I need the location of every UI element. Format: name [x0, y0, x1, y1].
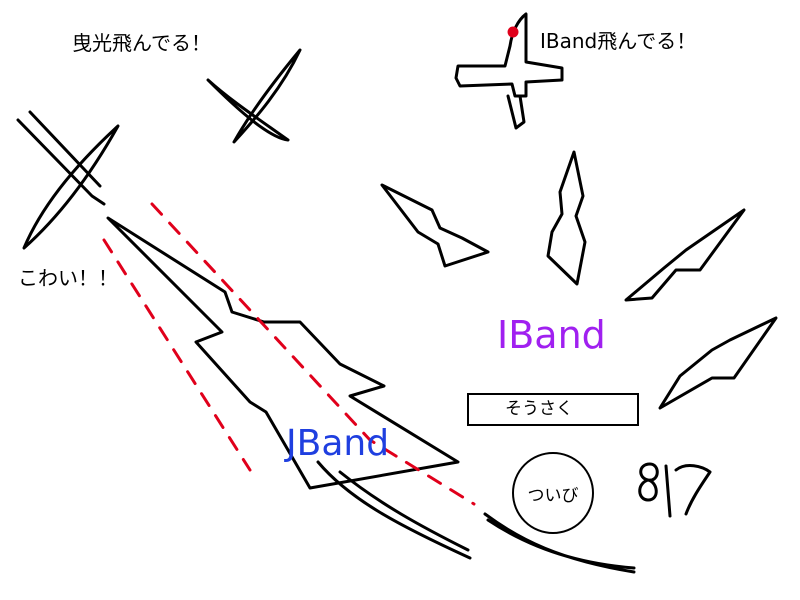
red-marker-dot	[507, 26, 519, 38]
tracer-line-2	[150, 202, 476, 506]
ground-stroke-right	[483, 512, 636, 574]
label-iband: IBand	[497, 313, 606, 357]
label-jband: JBand	[286, 423, 390, 464]
signature-817	[638, 462, 712, 518]
ground-stroke-left	[316, 460, 472, 560]
label-scared: こわい！！	[18, 266, 118, 290]
aircraft-x-center	[206, 48, 302, 144]
aircraft-x-left	[16, 110, 120, 250]
tracer-line-1	[102, 238, 252, 472]
track-button[interactable]: ついび	[512, 452, 594, 534]
label-iband-flying: IBand飛んでる！	[540, 29, 697, 53]
lightning-bolt-upper	[546, 150, 587, 286]
aircraft-cross	[454, 12, 564, 130]
jband-lightning	[106, 216, 460, 490]
lightning-bolt-left	[380, 183, 490, 268]
label-tracer-flying: 曳光飛んでる！	[72, 31, 211, 55]
lightning-bolt-right-lower	[658, 316, 778, 410]
lightning-bolt-right-upper	[624, 208, 746, 302]
search-button[interactable]: そうさく	[467, 393, 639, 426]
